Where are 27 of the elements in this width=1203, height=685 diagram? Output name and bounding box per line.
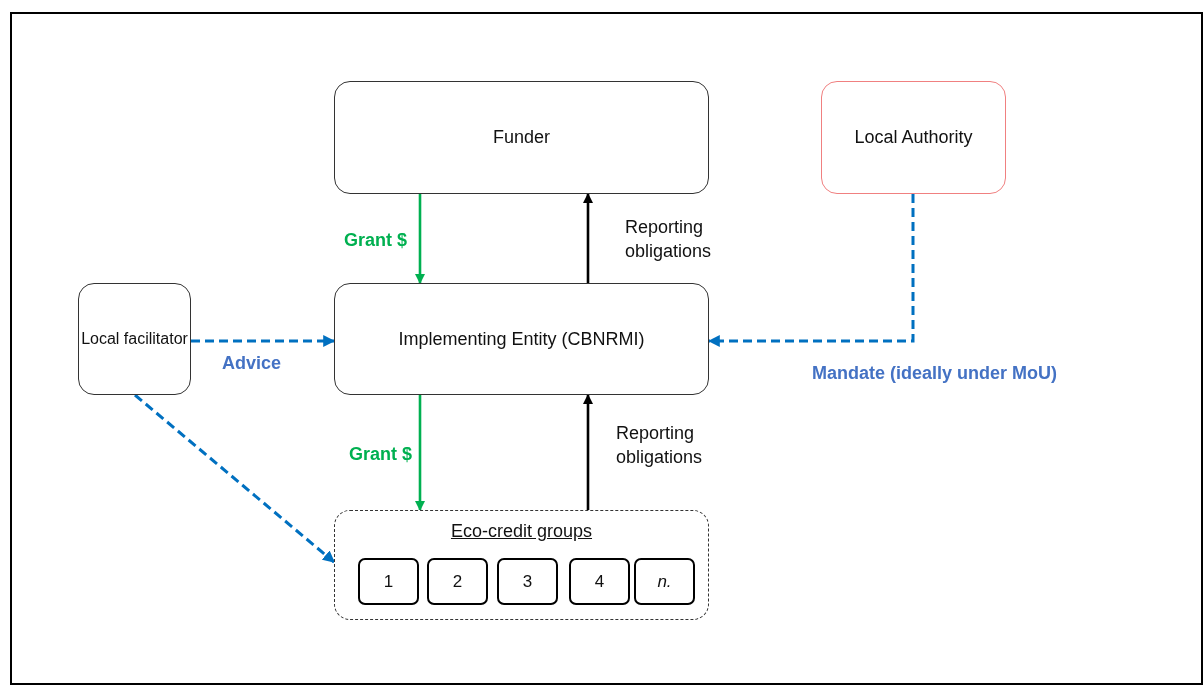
group-heading: Eco-credit groups [450, 521, 593, 542]
arrow [414, 194, 426, 285]
process-box [821, 81, 1006, 194]
process-box [78, 283, 191, 395]
group-container [334, 510, 709, 620]
node-label: 2 [452, 571, 463, 592]
group-box [427, 558, 488, 605]
arrow [191, 335, 336, 347]
node-label: 1 [383, 571, 394, 592]
group-box [569, 558, 630, 605]
group-box [497, 558, 558, 605]
node-label: 3 [522, 571, 533, 592]
arrow [134, 393, 335, 564]
group-box [358, 558, 419, 605]
arrow [707, 194, 915, 347]
node-label: Implementing Entity (CBNRMI) [398, 328, 645, 350]
process-box [334, 81, 709, 194]
node-label: n. [657, 571, 672, 592]
arrow [414, 395, 426, 512]
arrow [582, 192, 594, 283]
arrow [582, 393, 594, 510]
group-box [634, 558, 695, 605]
process-box [334, 283, 709, 395]
node-label: 4 [594, 571, 605, 592]
node-label: Funder [492, 127, 550, 148]
node-label: Local Authority [854, 127, 973, 148]
node-label: Local facilitator [81, 329, 188, 349]
